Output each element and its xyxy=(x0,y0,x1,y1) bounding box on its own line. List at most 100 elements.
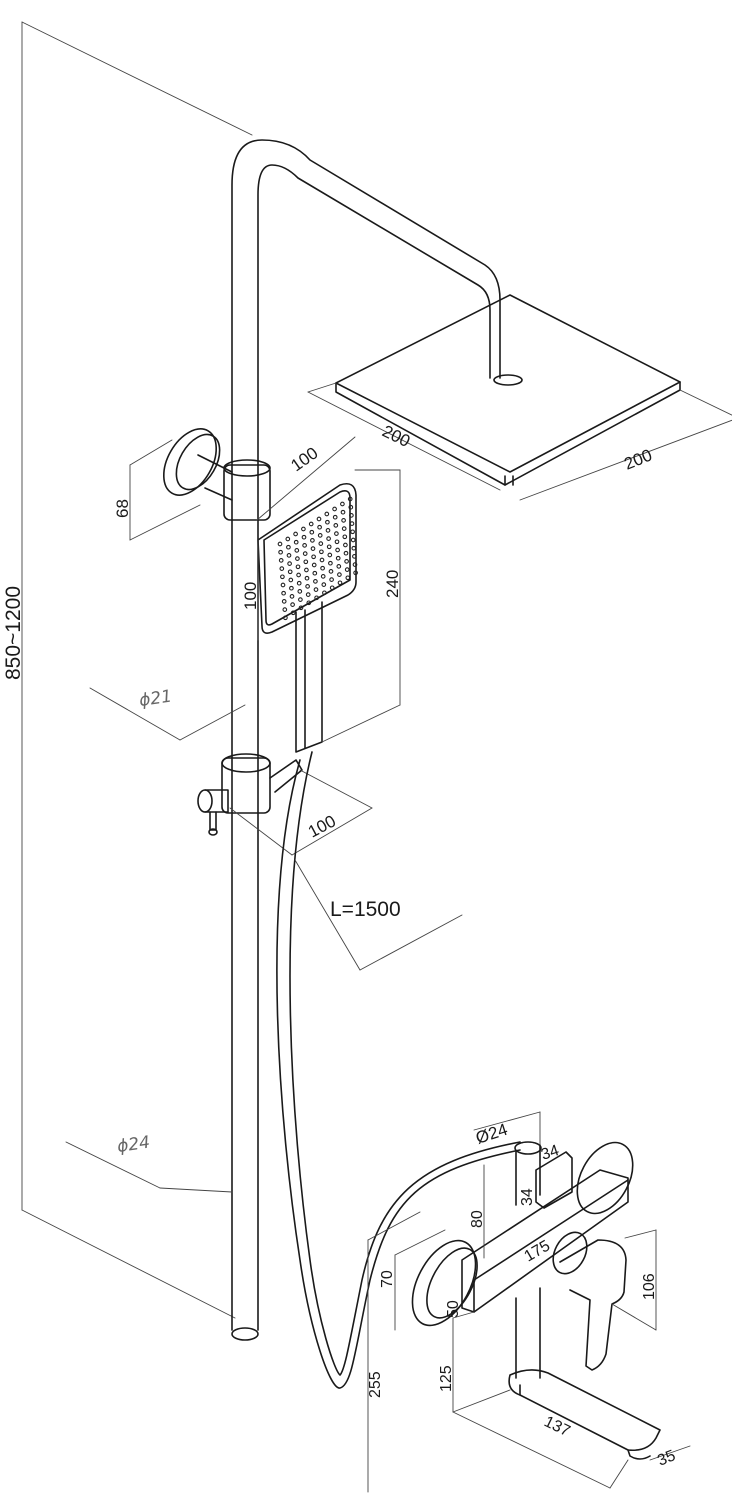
nozzle xyxy=(340,501,345,507)
nozzle xyxy=(282,607,288,612)
spout-length-label: 137 xyxy=(541,1413,573,1440)
nozzle xyxy=(334,539,340,545)
bracket-dimension: 68 xyxy=(113,439,201,541)
nozzle xyxy=(311,562,317,568)
nozzle xyxy=(304,567,309,573)
nozzle xyxy=(325,519,330,525)
nozzle xyxy=(278,558,284,563)
flange-depth-label: 70 xyxy=(379,1270,396,1288)
nozzle xyxy=(337,580,343,586)
nozzle xyxy=(313,587,319,592)
nozzle xyxy=(278,549,283,555)
spout-diameter-label: Ø24 xyxy=(473,1120,509,1148)
nozzle xyxy=(341,518,346,523)
hose-length-label: L=1500 xyxy=(330,898,401,921)
bracket-offset-label: 68 xyxy=(113,499,132,518)
nozzle xyxy=(310,546,316,551)
nozzle xyxy=(280,582,286,588)
hand-height-label: 100 xyxy=(241,582,260,610)
mixer-height-label: 80 xyxy=(469,1210,486,1228)
nozzle xyxy=(306,600,312,606)
nozzle xyxy=(328,560,333,566)
outlet-height-label: 125 xyxy=(438,1365,455,1392)
nozzle xyxy=(329,585,335,591)
nozzle xyxy=(293,539,299,545)
nozzle xyxy=(295,564,301,570)
nozzle xyxy=(321,582,327,587)
nozzle xyxy=(352,562,358,567)
nozzle xyxy=(304,575,310,581)
nozzle xyxy=(287,569,293,575)
nozzle xyxy=(317,524,322,530)
flange-thick-label: 50 xyxy=(445,1300,462,1318)
div-size-label: 34 xyxy=(539,1142,561,1164)
nozzle xyxy=(341,526,347,531)
shower-hose xyxy=(276,751,521,1389)
nozzle xyxy=(305,584,310,589)
nozzle xyxy=(347,496,353,502)
nozzle xyxy=(313,579,318,584)
mixer-dimensions: Ø24 34 34 80 175 70 50 106 255 125 137 xyxy=(367,1111,691,1493)
overhead-shower-head xyxy=(335,294,681,486)
nozzle xyxy=(286,553,292,558)
nozzle xyxy=(335,547,340,553)
nozzle xyxy=(316,516,322,522)
nozzle xyxy=(295,556,300,561)
nozzle xyxy=(288,577,294,583)
nozzle xyxy=(351,545,357,551)
nozzle xyxy=(344,567,350,572)
nozzle xyxy=(326,544,332,550)
nozzle xyxy=(325,528,331,533)
total-height-dimension: 850~1200 xyxy=(2,21,253,1319)
nozzle xyxy=(280,574,285,580)
slider-holder xyxy=(197,753,303,836)
lower-rail-diameter-label: ϕ24 xyxy=(116,1133,151,1157)
nozzle xyxy=(301,526,306,532)
nozzle xyxy=(349,521,355,526)
nozzle xyxy=(345,575,351,581)
nozzle xyxy=(319,549,324,555)
nozzle xyxy=(324,511,330,517)
nozzle xyxy=(317,533,323,538)
nozzle xyxy=(320,565,325,571)
spout-drop-label: 255 xyxy=(367,1371,384,1398)
nozzle xyxy=(297,589,303,594)
nozzle xyxy=(308,521,314,527)
nozzle xyxy=(319,557,325,563)
nozzle xyxy=(334,531,339,536)
upper-rail-diameter-label: ϕ21 xyxy=(138,687,173,711)
head-depth-label: 200 xyxy=(621,445,654,473)
nozzle xyxy=(352,554,357,559)
nozzle xyxy=(348,504,354,510)
hand-shower-nozzles xyxy=(277,496,358,621)
nozzle xyxy=(326,536,331,541)
nozzle xyxy=(314,595,319,601)
spout-thick-label: 35 xyxy=(655,1447,678,1469)
nozzle xyxy=(293,531,298,537)
nozzle xyxy=(302,551,308,556)
nozzle xyxy=(340,509,346,515)
nozzle xyxy=(310,538,315,543)
nozzle xyxy=(298,605,304,611)
nozzle xyxy=(283,615,288,621)
nozzle xyxy=(294,548,300,553)
hand-dimensions: 100 100 240 xyxy=(241,436,402,743)
div-height-label: 34 xyxy=(519,1188,536,1206)
nozzle xyxy=(309,529,315,535)
nozzle xyxy=(335,555,341,561)
wall-bracket xyxy=(162,428,271,521)
nozzle xyxy=(312,570,318,576)
nozzle xyxy=(305,592,311,597)
hand-length-label: 240 xyxy=(383,570,402,598)
nozzle xyxy=(311,554,316,560)
nozzle xyxy=(279,566,285,571)
nozzle xyxy=(290,610,296,616)
nozzle xyxy=(289,585,294,591)
hose-dimension: L=1500 xyxy=(294,859,463,971)
lower-rail-diameter: ϕ24 xyxy=(65,1133,233,1193)
nozzle xyxy=(277,541,283,547)
nozzle xyxy=(296,580,302,586)
bath-mixer xyxy=(411,1141,661,1460)
